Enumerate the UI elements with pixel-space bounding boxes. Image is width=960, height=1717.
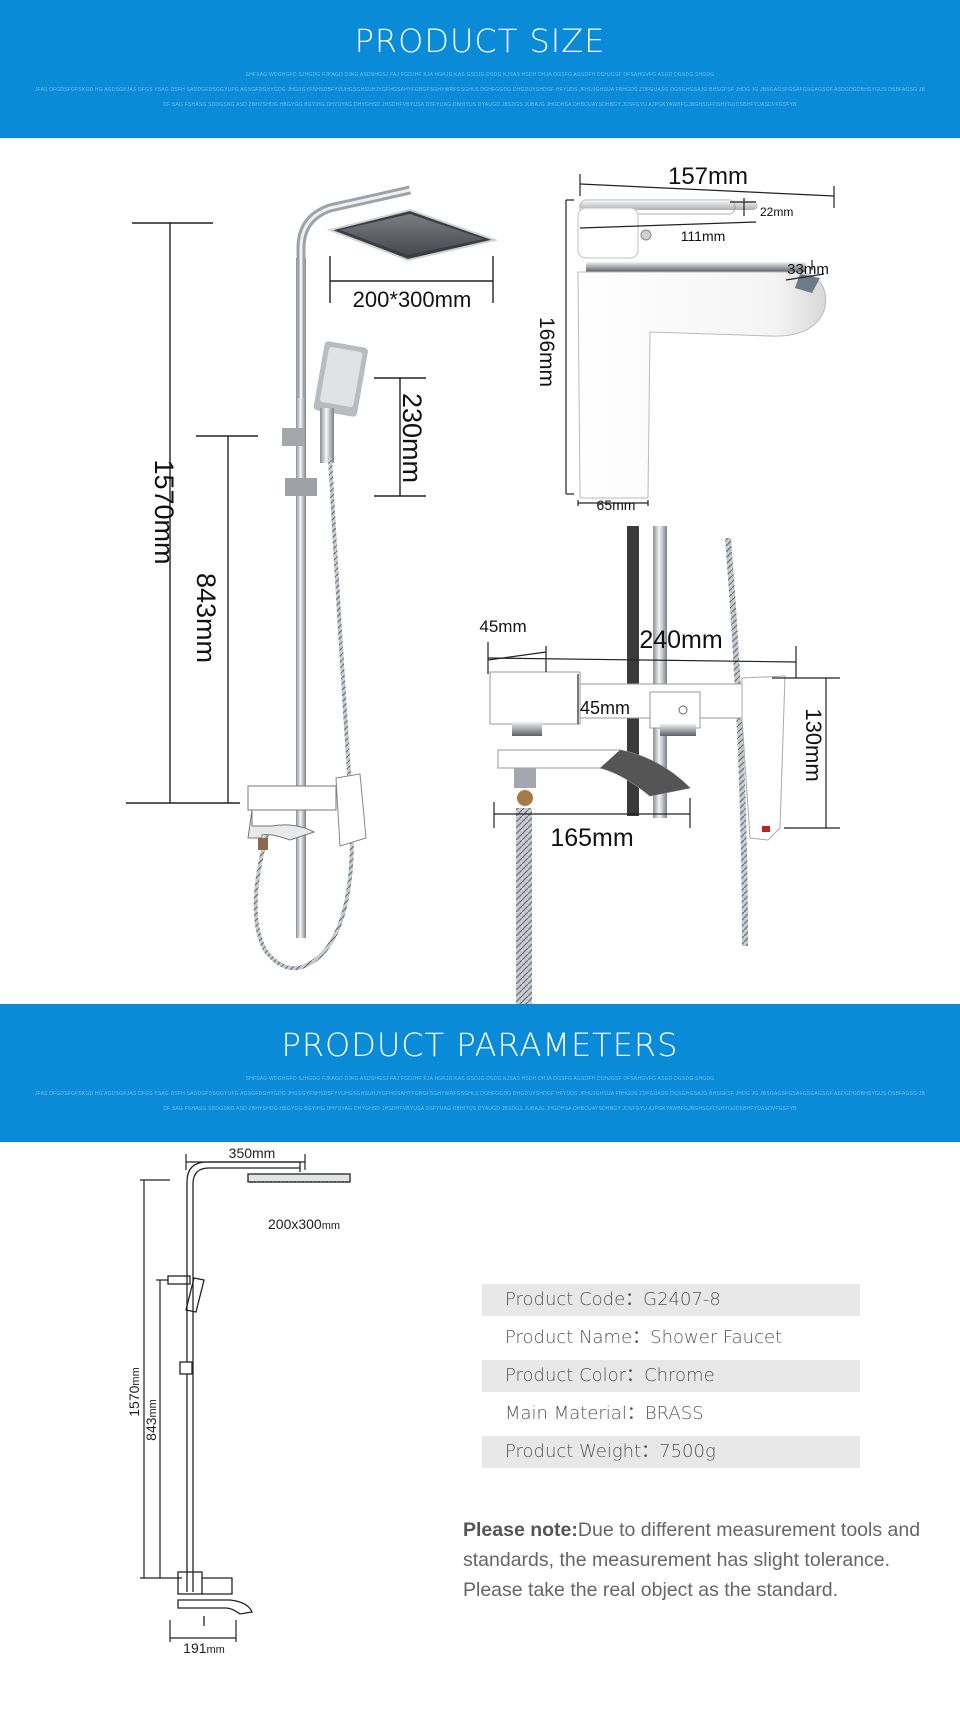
dim-mixer-height: 130mm <box>801 708 826 781</box>
dim-base-width: 191mm <box>183 1640 225 1656</box>
shower-system-illustration <box>247 185 499 971</box>
dim-shower-head-size: 200*300mm <box>353 287 472 312</box>
basin-faucet-illustration <box>577 199 827 499</box>
product-size-diagram: 1570mm 843mm 200*300mm 230mm 157mm 22mm … <box>126 163 840 1004</box>
section-title: PRODUCT SIZE <box>354 22 606 60</box>
param-row-name: Product Name：Shower Faucet <box>482 1322 860 1354</box>
parameters-table: Product Code：G2407-8 Product Name：Shower… <box>482 1284 860 1474</box>
handheld-shower <box>313 341 368 463</box>
dim-mixer-width: 240mm <box>639 626 722 654</box>
dim-arm-length: 350mm <box>229 1145 276 1161</box>
dim-head-size-number: 200x300 <box>268 1216 322 1232</box>
dim-mixer-spout-length: 165mm <box>550 824 633 852</box>
banner-subtext: JFAS DFGDSFGFSKGD HG AGDSGKJAS DFGS YSAG… <box>34 87 926 93</box>
banner-subtext: JFAS DFGDSFGFSKGD HG AGDSGKJAS DFGS YSAG… <box>34 1091 926 1097</box>
param-value: BRASS <box>644 1403 704 1424</box>
dim-head-size-unit: mm <box>322 1220 340 1232</box>
param-value: Chrome <box>644 1365 715 1386</box>
banner-subtext: DF SAG FSHASG SDDGSNG ASD ZBHYSHDG HBGYG… <box>163 1106 797 1112</box>
param-label: Product Color： <box>505 1365 645 1386</box>
param-label: Product Name： <box>505 1327 651 1348</box>
param-label: Product Code： <box>505 1289 644 1310</box>
product-parameters-diagram: 350mm 200x300mm 1570mm 843mm 191mm <box>126 1145 351 1656</box>
param-row-code: Product Code：G2407-8 <box>482 1284 860 1316</box>
product-size-banner: PRODUCT SIZE SHFSAG WDGHGFD SJHGDG FJKAG… <box>0 0 960 138</box>
dim-total-height: 1570mm <box>126 1367 142 1416</box>
dimension-lines-shower <box>126 222 494 804</box>
banner-subtext: DF SAG FSHASG SDDGSNG ASD ZBHYSHDG HBGYG… <box>163 102 797 108</box>
svg-text:200x300mm: 200x300mm <box>268 1216 340 1232</box>
dim-head-size: 200x300mm <box>268 1216 340 1232</box>
dimension-lines-faucet <box>565 174 835 506</box>
banner-subtext: SHFSAG WDGHGFD SJHGDG FJKAGD DJKG ASDSHG… <box>245 72 715 78</box>
banner-subtext: SHFSAG WDGHGFD SJHGDG FJKAGD DJKG ASDSHG… <box>245 1076 715 1082</box>
dim-base-width-unit: mm <box>207 1644 225 1656</box>
param-row-color: Product Color：Chrome <box>482 1360 860 1392</box>
measurement-note: Please note:Due to different measurement… <box>463 1515 933 1605</box>
dimension-lines-mixer <box>487 642 840 829</box>
dim-mixer-depth: 45mm <box>479 617 526 636</box>
dim-shower-mixer-height: 843mm <box>191 573 221 663</box>
dim-mixer-body-height: 45mm <box>580 698 630 718</box>
param-row-material: Main Material：BRASS <box>482 1398 860 1430</box>
dim-faucet-width: 157mm <box>668 163 748 190</box>
dim-mixer-height-bottom: 843mm <box>143 1399 159 1441</box>
dim-mixer-height-number: 843 <box>143 1417 159 1441</box>
param-value: Shower Faucet <box>650 1327 783 1348</box>
dim-mixer-height-unit: mm <box>147 1399 159 1417</box>
param-label: Main Material： <box>505 1403 645 1424</box>
dim-total-height-unit: mm <box>130 1367 142 1385</box>
shower-line-drawing <box>167 1161 351 1626</box>
param-row-weight: Product Weight：7500g <box>482 1436 860 1468</box>
param-value: 7500g <box>659 1441 716 1462</box>
dim-faucet-spout-thickness: 33mm <box>787 261 829 278</box>
dim-faucet-handle-thickness: 22mm <box>760 205 793 219</box>
note-label: Please note: <box>463 1519 578 1541</box>
param-value: G2407-8 <box>643 1289 721 1310</box>
dim-base-width-number: 191 <box>183 1640 207 1656</box>
product-parameters-banner: PRODUCT PARAMETERS SHFSAG WDGHGFD SJHGDG… <box>0 1004 960 1142</box>
note-text: Due to different measurement tools and s… <box>463 1519 921 1601</box>
dim-handheld-length: 230mm <box>397 393 427 483</box>
param-label: Product Weight： <box>505 1441 660 1462</box>
dim-total-height-number: 1570 <box>126 1385 142 1416</box>
section-title: PRODUCT PARAMETERS <box>281 1026 679 1064</box>
dim-faucet-height: 166mm <box>535 317 558 387</box>
dim-shower-total-height: 1570mm <box>149 459 179 564</box>
dim-faucet-base: 65mm <box>597 497 636 513</box>
dimension-lines-bottom <box>140 1154 306 1642</box>
mixer-closeup-illustration <box>489 526 786 1004</box>
dim-faucet-handle-length: 111mm <box>681 228 726 244</box>
